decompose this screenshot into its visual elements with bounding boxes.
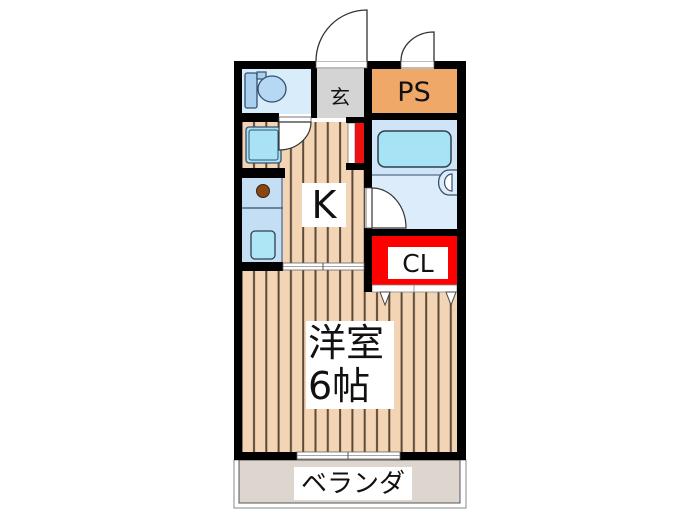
closet-label: CL xyxy=(388,247,448,279)
window-icon xyxy=(296,451,401,460)
bathtub-icon xyxy=(377,130,452,168)
kitchen-sink-icon xyxy=(250,230,276,260)
room-size-text: 6帖 xyxy=(308,364,371,408)
pipe-space xyxy=(372,69,457,114)
veranda-label: ベランダ xyxy=(294,467,412,500)
pipe-space-label: PS xyxy=(397,76,431,108)
ps-door-icon xyxy=(400,31,435,69)
toilet-door-icon xyxy=(278,116,312,151)
bathroom xyxy=(372,120,457,230)
stove-icon xyxy=(256,184,270,198)
walls xyxy=(234,61,466,460)
sliding-door-icon xyxy=(282,262,365,271)
bath-door-icon xyxy=(365,187,407,229)
room-type-text: 洋室 xyxy=(308,321,385,365)
washbasin-icon xyxy=(245,126,282,164)
genkan-label: 玄 xyxy=(322,83,358,111)
shoe-cabinet-icon xyxy=(347,122,364,165)
western-room-label: 洋室 6帖 xyxy=(306,321,394,409)
kitchen-counter xyxy=(242,178,283,263)
entrance-door-icon xyxy=(315,9,368,69)
toilet-icon xyxy=(244,71,287,109)
kitchen-label: K xyxy=(302,183,346,227)
